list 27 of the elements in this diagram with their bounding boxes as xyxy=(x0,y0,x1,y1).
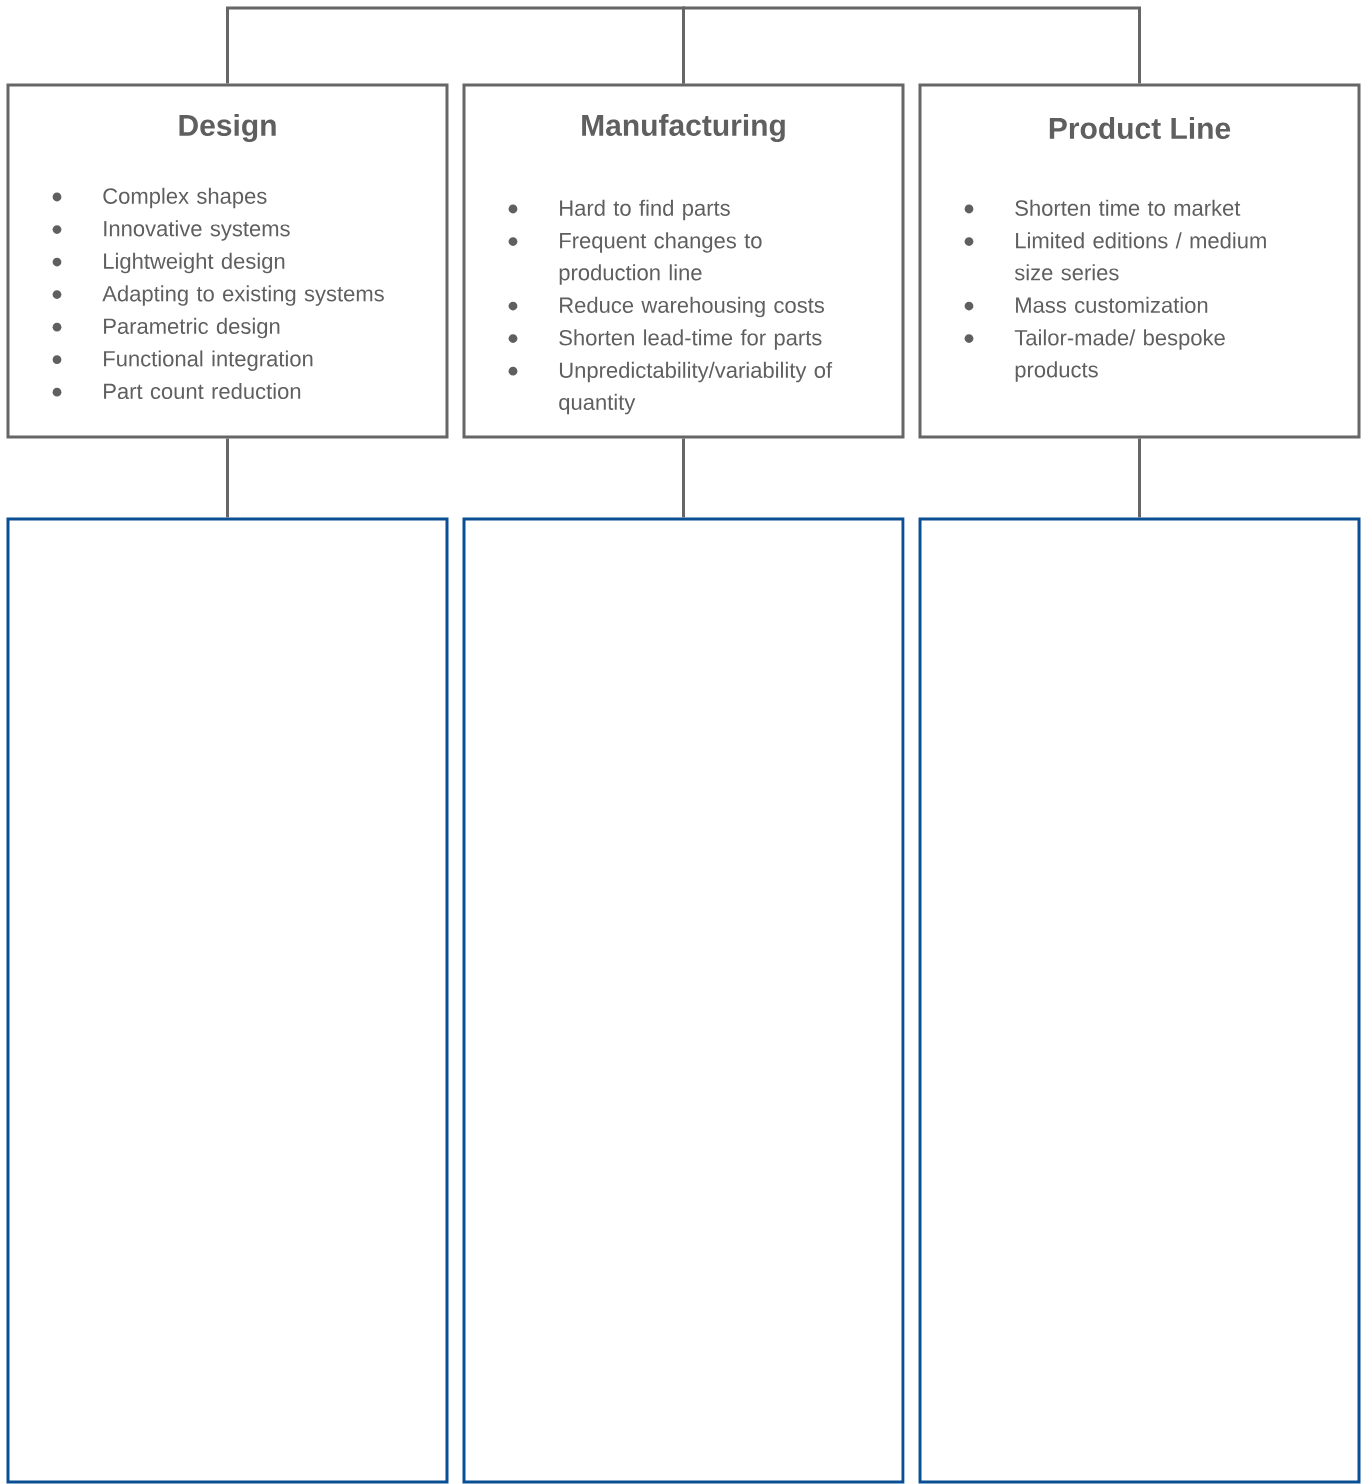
bullet-item: Parametric design xyxy=(52,317,280,339)
connector-line xyxy=(226,6,685,84)
bullet-item: Mass customization xyxy=(964,296,1208,313)
empty-box xyxy=(462,517,905,1484)
bullet-item: Adapting to existing systems xyxy=(52,285,384,306)
bullet-item: Tailor-made/ bespoke products xyxy=(964,329,1225,382)
bullet-item: Frequent changes to production line xyxy=(508,232,762,285)
bullet-item: Part count reduction xyxy=(52,382,301,400)
bullet-item: Complex shapes xyxy=(52,187,267,209)
connector-line xyxy=(226,438,229,518)
box-heading: Manufacturing xyxy=(582,113,785,143)
connector-line xyxy=(682,6,1141,84)
bullet-item: Hard to find parts xyxy=(508,199,730,221)
bullet-item: Reduce warehousing costs xyxy=(508,296,824,318)
bullet-item: Functional integration xyxy=(52,350,313,371)
connector-line xyxy=(682,438,685,518)
bullet-item: Shorten time to market xyxy=(964,199,1241,216)
bullet-item: Innovative systems xyxy=(52,220,290,241)
connector-line xyxy=(1138,438,1141,518)
bullet-item: Shorten lead-time for parts xyxy=(508,329,822,350)
bullet-item: Lightweight design xyxy=(52,252,285,274)
box-heading: Product Line xyxy=(1049,117,1231,139)
bullet-item: Limited editions / medium size series xyxy=(964,232,1266,281)
bullet-item: Unpredictability/variability of quantity xyxy=(508,361,833,415)
empty-box xyxy=(6,517,449,1484)
empty-box xyxy=(918,517,1361,1484)
box-heading: Design xyxy=(179,113,276,143)
